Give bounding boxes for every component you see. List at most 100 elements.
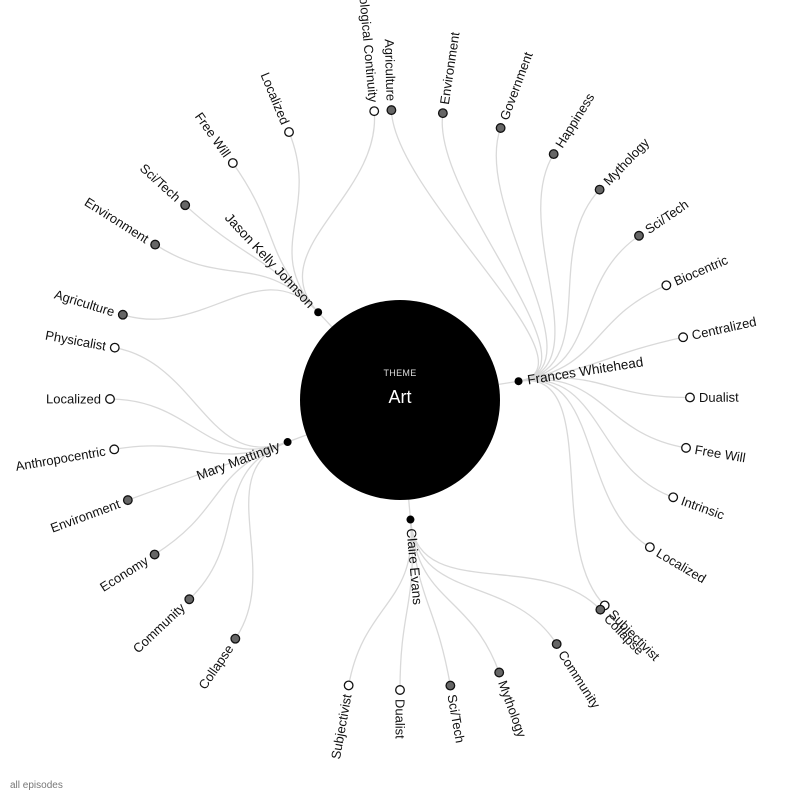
leaf-link xyxy=(518,189,601,382)
topic-node-label: Economy xyxy=(97,553,151,595)
leaf-link xyxy=(409,519,451,686)
topic-node-label: Mythology xyxy=(495,678,530,739)
topic-node-label: Subjectivist xyxy=(328,693,354,761)
leaf-link xyxy=(234,441,288,640)
topic-node-dot[interactable] xyxy=(661,280,672,291)
leaf-link xyxy=(518,377,690,399)
topic-node-label: Government xyxy=(497,50,536,123)
leaf-link xyxy=(518,379,674,498)
topic-node-dot[interactable] xyxy=(184,594,195,605)
topic-node-label: Biocentric xyxy=(672,252,731,289)
leaf-link xyxy=(122,289,319,320)
leaf-link xyxy=(441,113,543,382)
topic-node-label: Intrinsic xyxy=(679,493,727,522)
leaf-link xyxy=(109,398,288,450)
person-node-dot[interactable] xyxy=(314,308,323,317)
leaf-link xyxy=(127,441,288,501)
leaf-link xyxy=(288,131,319,313)
footer-note: all episodes xyxy=(10,780,63,791)
leaf-link xyxy=(518,336,684,382)
leaf-link xyxy=(518,153,556,382)
topic-node-dot[interactable] xyxy=(150,239,161,250)
topic-node-dot[interactable] xyxy=(634,230,644,241)
topic-node-dot[interactable] xyxy=(494,667,505,678)
leaf-link xyxy=(518,284,667,382)
topic-node-dot[interactable] xyxy=(548,149,559,160)
topic-node-label: Agriculture xyxy=(53,287,117,320)
person-node-dot[interactable] xyxy=(514,377,523,386)
topic-node-label: Anthropocentric xyxy=(14,443,107,473)
topic-node-label: Environment xyxy=(82,194,152,246)
topic-node-dot[interactable] xyxy=(386,105,397,116)
topic-node-label: Sci/Tech xyxy=(642,197,691,237)
person-node-dot[interactable] xyxy=(283,438,292,447)
topic-node-dot[interactable] xyxy=(122,495,133,506)
leaf-link xyxy=(518,379,651,548)
topic-node-label: Dualist xyxy=(699,390,739,405)
person-node-dot[interactable] xyxy=(406,515,415,524)
person-node-label[interactable]: Jason Kelly Johnson xyxy=(222,210,317,311)
person-node-label[interactable]: Frances Whitehead xyxy=(526,354,644,387)
leaf-link xyxy=(495,127,548,382)
topic-node-dot[interactable] xyxy=(343,680,354,691)
topic-node-label: Localized xyxy=(46,391,101,406)
topic-node-label: Sci/Tech xyxy=(444,693,467,744)
topic-node-dot[interactable] xyxy=(227,158,238,168)
topic-node-dot[interactable] xyxy=(180,200,191,211)
leaf-link xyxy=(518,235,640,382)
leaf-link xyxy=(154,244,319,313)
topic-node-label: Agriculture xyxy=(382,39,399,102)
topic-node-dot[interactable] xyxy=(109,342,120,353)
topic-node-label: Localized xyxy=(258,70,293,126)
leaf-link xyxy=(390,110,539,382)
links-layer xyxy=(109,110,690,691)
topic-node-dot[interactable] xyxy=(369,106,380,117)
topic-node-dot[interactable] xyxy=(105,394,115,404)
topic-node-dot[interactable] xyxy=(594,184,605,195)
person-node-label[interactable]: Mary Mattingly xyxy=(194,438,282,483)
topic-node-label: Collapse xyxy=(195,642,236,692)
topic-node-dot[interactable] xyxy=(284,127,294,138)
topic-node-dot[interactable] xyxy=(117,309,128,320)
topic-node-dot[interactable] xyxy=(149,549,160,560)
topic-node-label: Environment xyxy=(437,31,463,106)
topic-node-label: Happiness xyxy=(552,90,598,150)
leaf-link xyxy=(518,380,606,606)
topic-node-dot[interactable] xyxy=(230,633,241,644)
person-node-label[interactable]: Claire Evans xyxy=(404,528,426,606)
topic-node-label: Free Will xyxy=(694,442,747,465)
topic-node-dot[interactable] xyxy=(437,108,448,119)
topic-node-dot[interactable] xyxy=(595,604,606,615)
leaf-link xyxy=(184,204,319,313)
topic-node-dot[interactable] xyxy=(644,542,655,553)
topic-node-dot[interactable] xyxy=(495,123,506,133)
topic-node-dot[interactable] xyxy=(551,639,562,649)
leaf-link xyxy=(154,441,288,556)
leaf-link xyxy=(409,519,558,645)
topic-node-dot[interactable] xyxy=(445,680,456,691)
topic-node-dot[interactable] xyxy=(395,685,405,695)
leaf-link xyxy=(399,519,413,691)
theme-center-circle[interactable] xyxy=(300,300,500,500)
topic-node-label: Community xyxy=(130,600,188,656)
topic-node-label: Centralized xyxy=(690,314,757,343)
topic-node-label: Community xyxy=(555,648,603,712)
topic-node-dot[interactable] xyxy=(109,444,120,455)
topic-node-dot[interactable] xyxy=(685,392,695,403)
leaf-link xyxy=(409,519,500,673)
topic-node-dot[interactable] xyxy=(681,442,691,453)
leaf-link xyxy=(518,378,687,449)
leaf-link xyxy=(114,347,288,448)
topic-node-label: Sci/Tech xyxy=(137,161,183,205)
topic-node-dot[interactable] xyxy=(678,332,689,343)
topic-node-label: Free Will xyxy=(192,109,234,160)
leaf-link xyxy=(232,162,319,313)
topic-node-dot[interactable] xyxy=(668,492,679,503)
topic-node-label: Ecological Continuity xyxy=(355,0,381,103)
leaf-link xyxy=(302,111,375,313)
topic-node-label: Localized xyxy=(654,545,709,586)
topic-node-label: Environment xyxy=(48,496,122,535)
leaf-link xyxy=(188,441,288,600)
leaf-link xyxy=(409,519,601,611)
